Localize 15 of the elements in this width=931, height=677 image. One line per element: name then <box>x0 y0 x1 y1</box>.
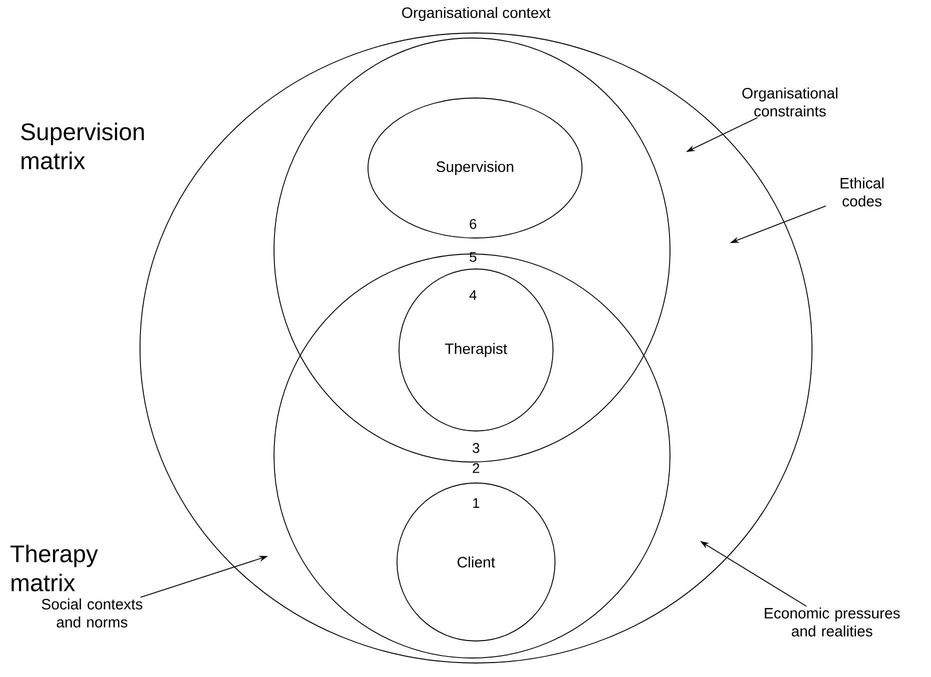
layer-number: 1 <box>473 498 480 508</box>
matrix-label: Supervision matrix <box>21 122 144 170</box>
layer-number: 2 <box>472 463 480 473</box>
circle <box>274 254 670 658</box>
annotation-text: Ethical codes <box>840 178 884 206</box>
layer-number: 3 <box>472 443 480 453</box>
layer-number: 4 <box>469 290 476 300</box>
layer-number: 6 <box>470 219 476 229</box>
layer-number: 5 <box>470 252 476 262</box>
annotation-text: Social contexts and norms <box>42 598 142 628</box>
node-label: Organisational context <box>402 7 550 21</box>
annotation-text: Organisational constraints <box>742 88 838 116</box>
matrix-label: Therapy matrix <box>10 544 98 592</box>
circle <box>274 38 670 462</box>
annotation-text: Economic pressures and realities <box>764 608 900 636</box>
